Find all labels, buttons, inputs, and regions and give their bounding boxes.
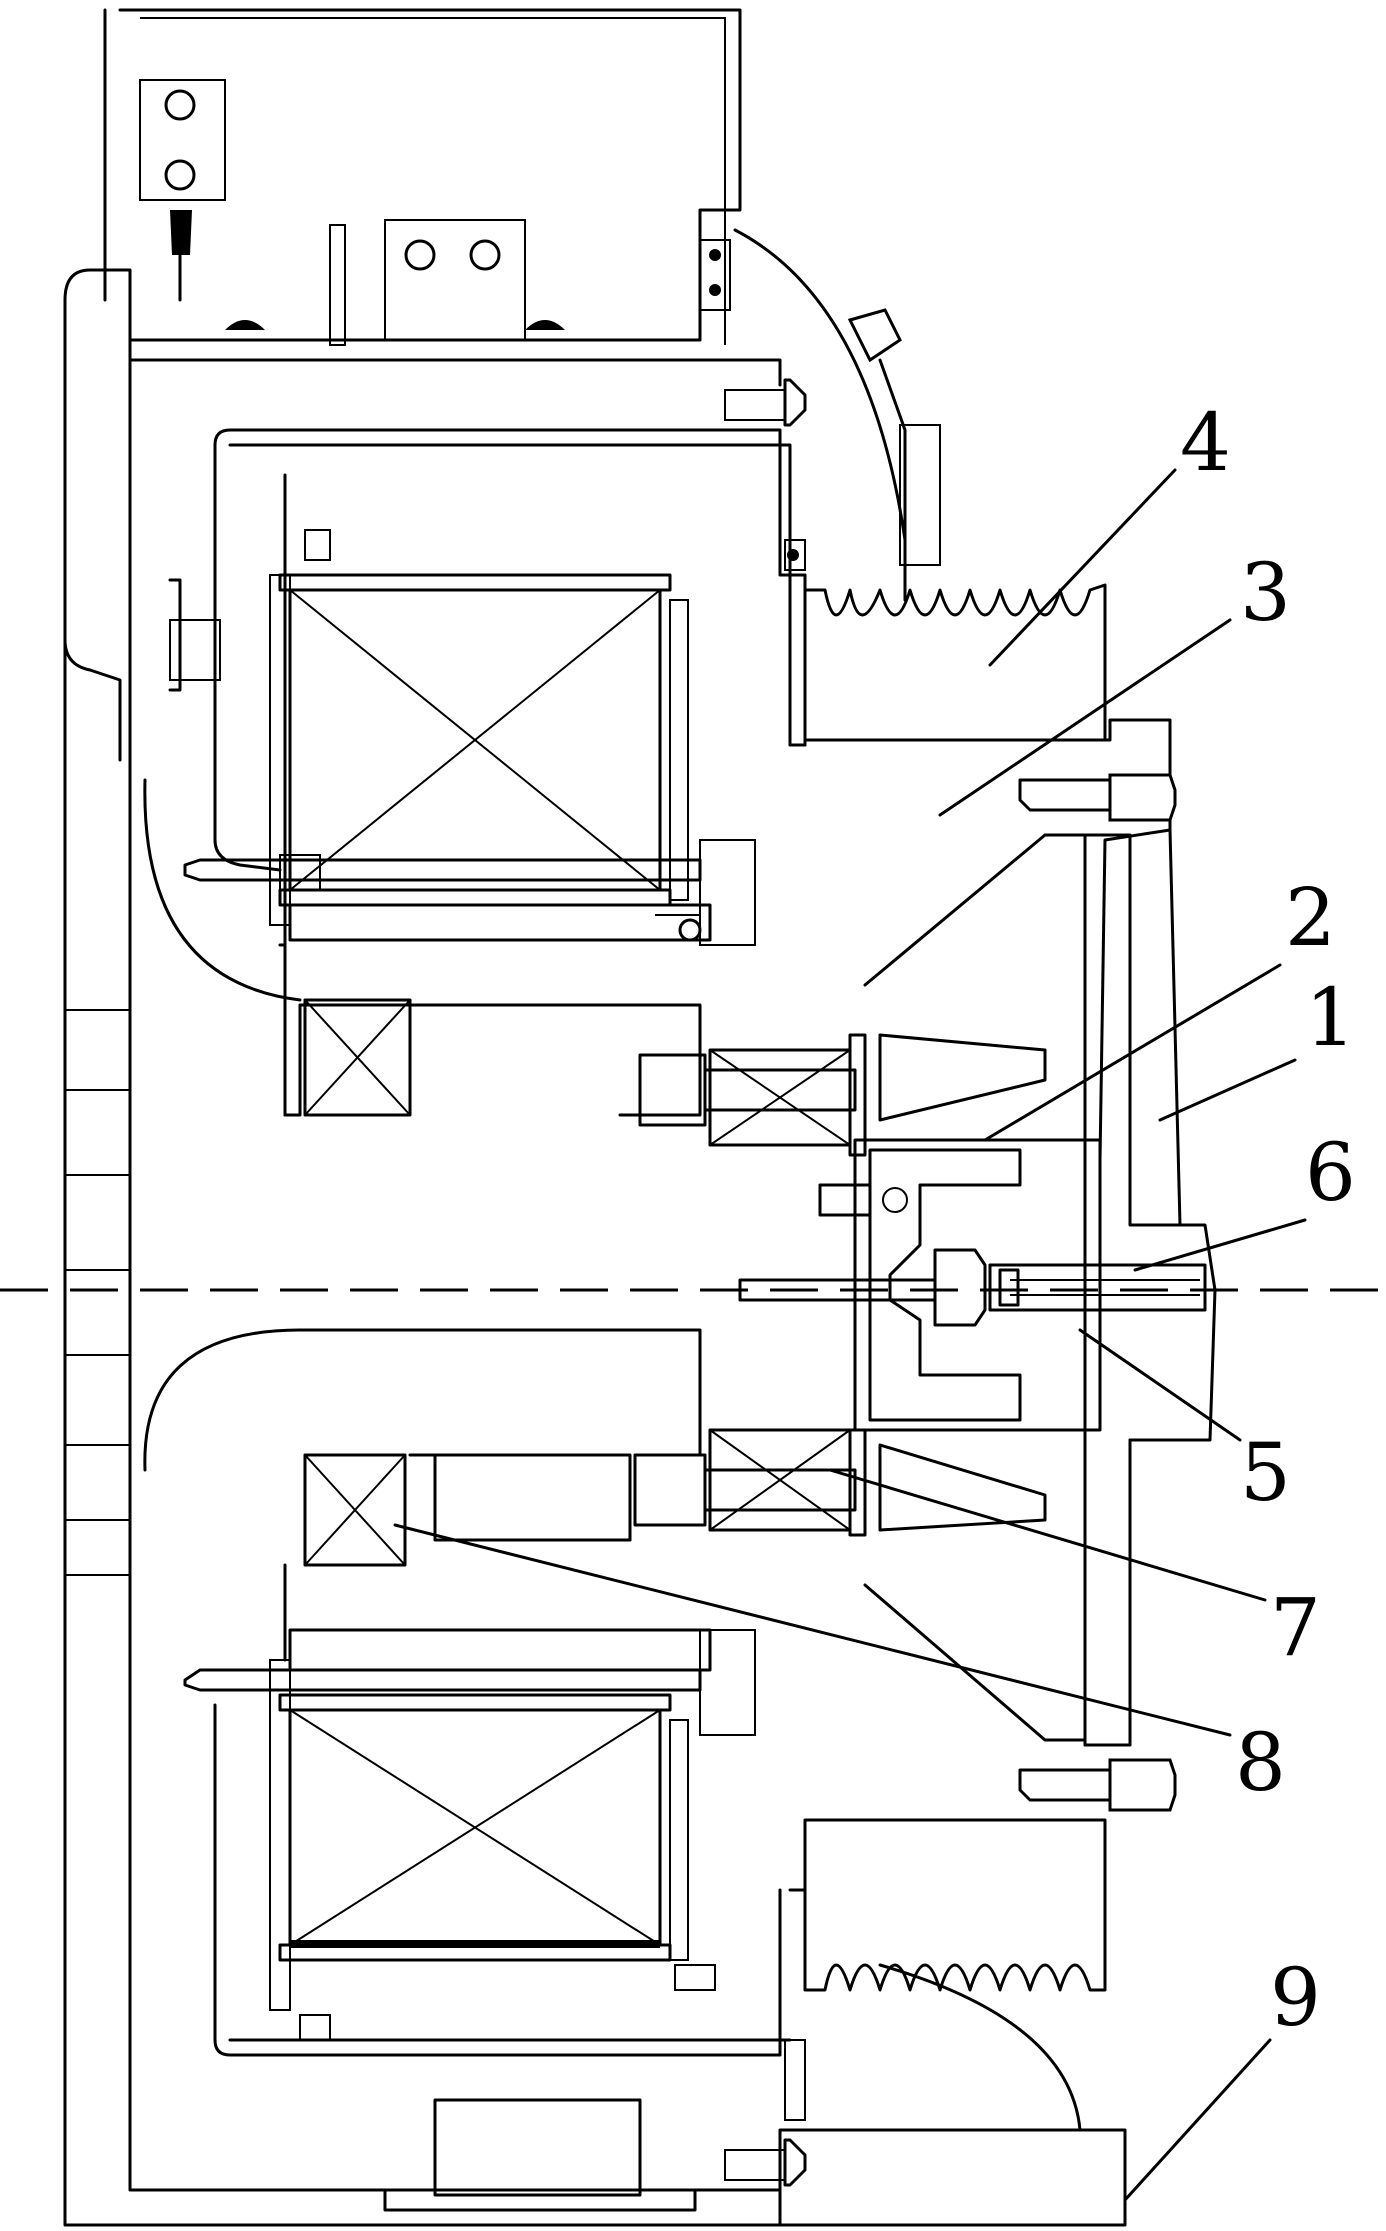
label-5: 5: [1240, 1426, 1291, 1519]
lower-pulley: [725, 1820, 1125, 2225]
label-2: 2: [1285, 871, 1336, 964]
lower-stator: [145, 1000, 790, 2210]
leader-9: [1125, 2040, 1270, 2200]
label-6: 6: [1305, 1126, 1356, 1219]
upper-pulley: [725, 380, 1105, 745]
lower-flange-bolt: [1020, 1760, 1175, 1810]
rotor-hub: [285, 830, 1215, 1745]
label-7: 7: [1270, 1581, 1321, 1674]
outer-housing: [65, 10, 780, 2225]
leader-2: [985, 965, 1280, 1140]
leader-4: [990, 470, 1175, 665]
label-3: 3: [1240, 546, 1291, 639]
label-1: 1: [1305, 971, 1356, 1064]
leader-1: [1160, 1060, 1295, 1120]
label-9: 9: [1270, 1951, 1321, 2044]
leader-6: [1135, 1220, 1305, 1270]
leader-5: [1080, 1330, 1240, 1440]
leader-3: [940, 620, 1230, 815]
label-8: 8: [1235, 1716, 1286, 1809]
label-4: 4: [1180, 396, 1231, 489]
upper-flange-bolt: [1020, 775, 1175, 820]
part-labels: 4 3 2 1 6 5 7 8 9: [1180, 396, 1356, 2044]
leader-7: [830, 1470, 1265, 1600]
